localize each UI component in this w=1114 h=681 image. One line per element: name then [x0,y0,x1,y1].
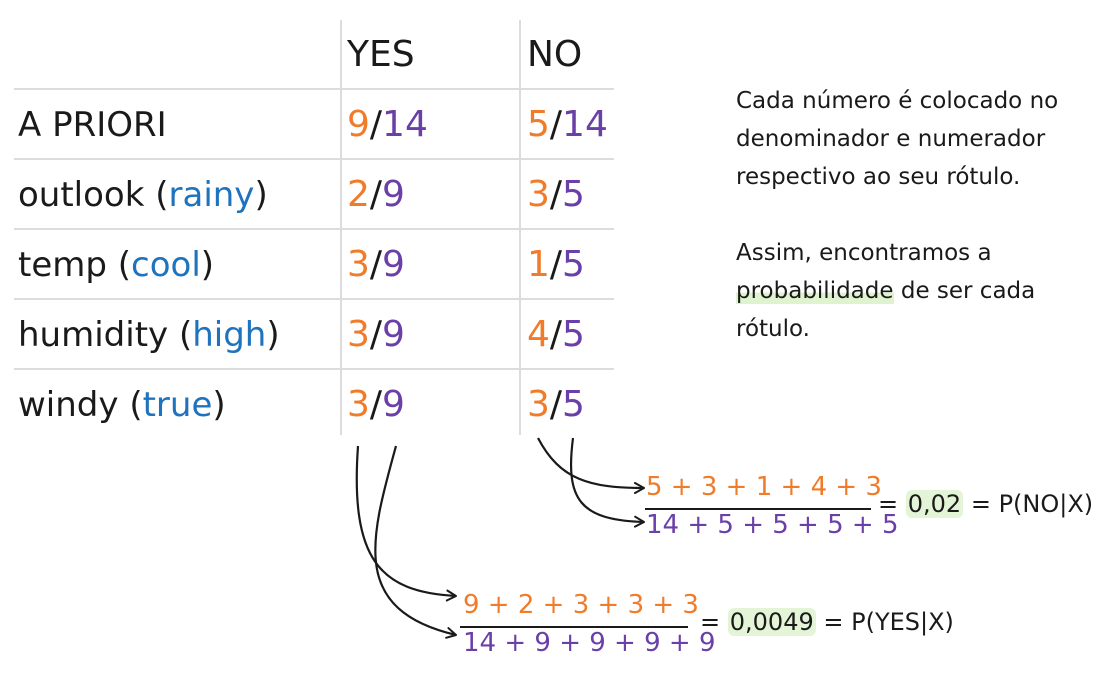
yes-equation-numerator: 9 + 2 + 3 + 3 + 3 [463,590,699,620]
cell-yes-windy: 3/9 [347,384,405,425]
row-label-text: humidity [18,315,169,355]
numerator: 3 [347,314,370,355]
no-equation-result: = 0,02 = P(NO|X) [878,490,1094,518]
arrow-yes-numerators [355,445,457,602]
explanation-note: Cada número é colocado no denominador e … [736,82,1058,348]
yes-fraction-bar [460,626,688,628]
cell-yes-outlook: 2/9 [347,174,405,215]
numerator: 3 [527,174,550,215]
row-label-text: temp [18,245,107,285]
no-probability-label: = P(NO|X) [970,490,1094,518]
yes-equation-denominator: 14 + 9 + 9 + 9 + 9 [463,628,716,658]
note-line: respectivo ao seu rótulo. [736,164,1021,190]
cell-no-windy: 3/5 [527,384,585,425]
row-label-a-priori: A PRIORI [18,105,167,145]
cell-yes-temp: 3/9 [347,244,405,285]
no-equation-denominator: 14 + 5 + 5 + 5 + 5 [646,510,899,540]
row-label-humidity: humidity (high) [18,315,280,355]
cell-no-temp: 1/5 [527,244,585,285]
cell-no-outlook: 3/5 [527,174,585,215]
cell-no-a-priori: 5/14 [527,104,608,145]
yes-equation-result: = 0,0049 = P(YES|X) [700,608,954,636]
numerator: 4 [527,314,550,355]
cell-yes-humidity: 3/9 [347,314,405,355]
row-label-text: windy [18,385,119,425]
highlighted-word: probabilidade [736,278,894,304]
denominator: 5 [562,314,585,355]
note-line: denominador e numerador [736,126,1046,152]
numerator: 1 [527,244,550,285]
note-line: rótulo. [736,316,810,342]
note-line: Assim, encontramos a [736,240,992,266]
attribute-value: true [142,385,213,425]
arrow-yes-denominators [374,445,457,639]
numerator: 2 [347,174,370,215]
denominator: 9 [382,174,405,215]
table-divider-left [340,20,342,435]
table-row-divider [14,368,614,370]
denominator: 5 [562,174,585,215]
denominator: 5 [562,244,585,285]
cell-no-humidity: 4/5 [527,314,585,355]
table-row-divider [14,228,614,230]
denominator: 14 [382,104,428,145]
attribute-value: high [192,315,267,355]
numerator: 5 [527,104,550,145]
attribute-value: cool [131,245,201,285]
row-label-text: A PRIORI [18,105,167,145]
row-label-outlook: outlook (rainy) [18,175,268,215]
numerator: 3 [527,384,550,425]
numerator: 9 [347,104,370,145]
note-line: Cada número é colocado no [736,88,1059,114]
table-row-divider [14,298,614,300]
column-header-yes: YES [347,34,415,75]
cell-yes-a-priori: 9/14 [347,104,428,145]
arrow-no-numerators [537,437,645,494]
denominator: 9 [382,384,405,425]
table-divider-middle [519,20,521,435]
denominator: 5 [562,384,585,425]
row-label-windy: windy (true) [18,385,226,425]
yes-probability-label: = P(YES|X) [823,608,954,636]
no-equation-numerator: 5 + 3 + 1 + 4 + 3 [646,472,882,502]
denominator: 14 [562,104,608,145]
arrow-no-denominators [569,437,645,528]
no-fraction-bar [645,508,871,510]
table-row-divider [14,88,614,90]
denominator: 9 [382,244,405,285]
numerator: 3 [347,384,370,425]
attribute-value: rainy [168,175,255,215]
yes-probability-value: 0,0049 [727,608,816,636]
table-row-divider [14,158,614,160]
numerator: 3 [347,244,370,285]
column-header-no: NO [527,34,583,75]
denominator: 9 [382,314,405,355]
row-label-temp: temp (cool) [18,245,215,285]
no-probability-value: 0,02 [905,490,964,518]
note-line: probabilidade de ser cada [736,278,1036,304]
row-label-text: outlook [18,175,145,215]
